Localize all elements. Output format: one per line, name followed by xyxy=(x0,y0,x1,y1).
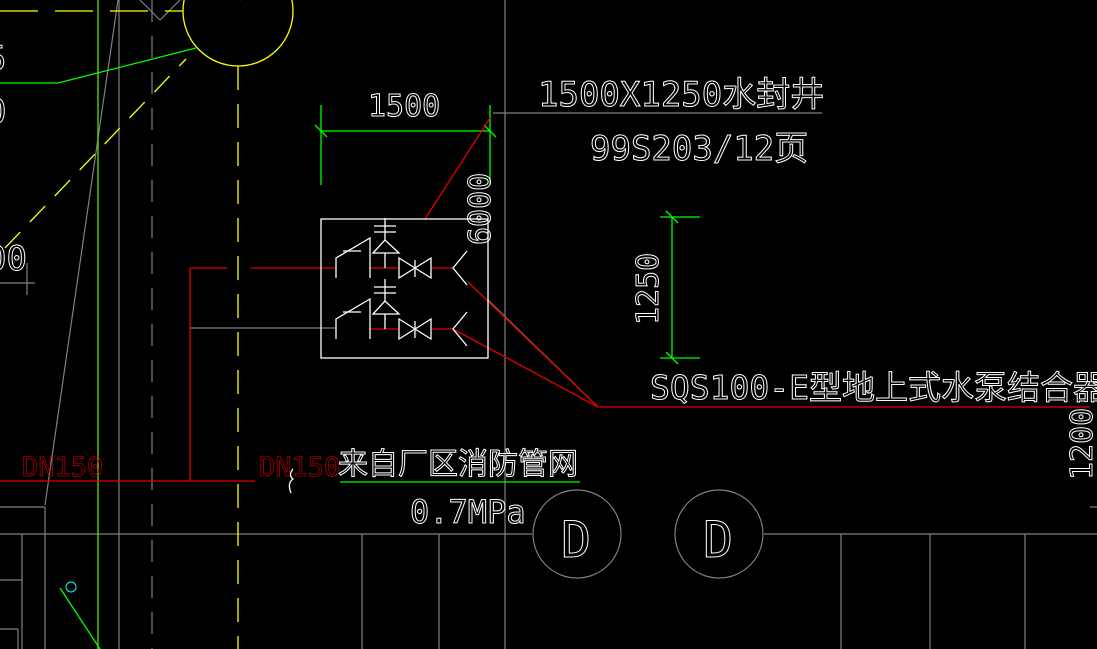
dim-1250-label: 1250 xyxy=(631,253,666,325)
break-mark xyxy=(288,468,295,494)
dim-6000-label: 6000 xyxy=(463,173,498,245)
axis-label-d1: D xyxy=(561,511,591,569)
dim-1200-label: 1200 xyxy=(1065,408,1097,480)
cut-label-top: 5 xyxy=(0,39,6,79)
axis-bubble-d1 xyxy=(532,489,622,579)
cut-label-lower: 00 xyxy=(0,239,27,279)
pressure-label: 0.7MPa xyxy=(410,493,526,531)
valve-set-upper xyxy=(335,218,468,286)
axis-circle xyxy=(182,0,294,67)
pipe-size-left: DN150 xyxy=(22,452,103,483)
cut-label-mid: 0 xyxy=(0,92,6,132)
source-label: 来自厂区消防管网 xyxy=(338,447,578,482)
valve-set-lower xyxy=(335,279,468,347)
connector-label: SQS100-E型地上式水泵结合器 xyxy=(650,368,1097,407)
pipe-size-mid: DN150 xyxy=(259,452,340,483)
valve-well xyxy=(320,218,489,359)
axis-label-d2: D xyxy=(703,511,733,569)
well-title: 1500X1250水封井 xyxy=(538,75,824,115)
cyan-marker xyxy=(65,581,77,593)
dim-width-label: 1500 xyxy=(368,89,440,124)
fire-pipes xyxy=(0,117,1090,482)
well-reference: 99S203/12页 xyxy=(590,129,808,169)
axis-lines xyxy=(0,0,294,649)
axis-bubble-d2 xyxy=(674,489,764,579)
